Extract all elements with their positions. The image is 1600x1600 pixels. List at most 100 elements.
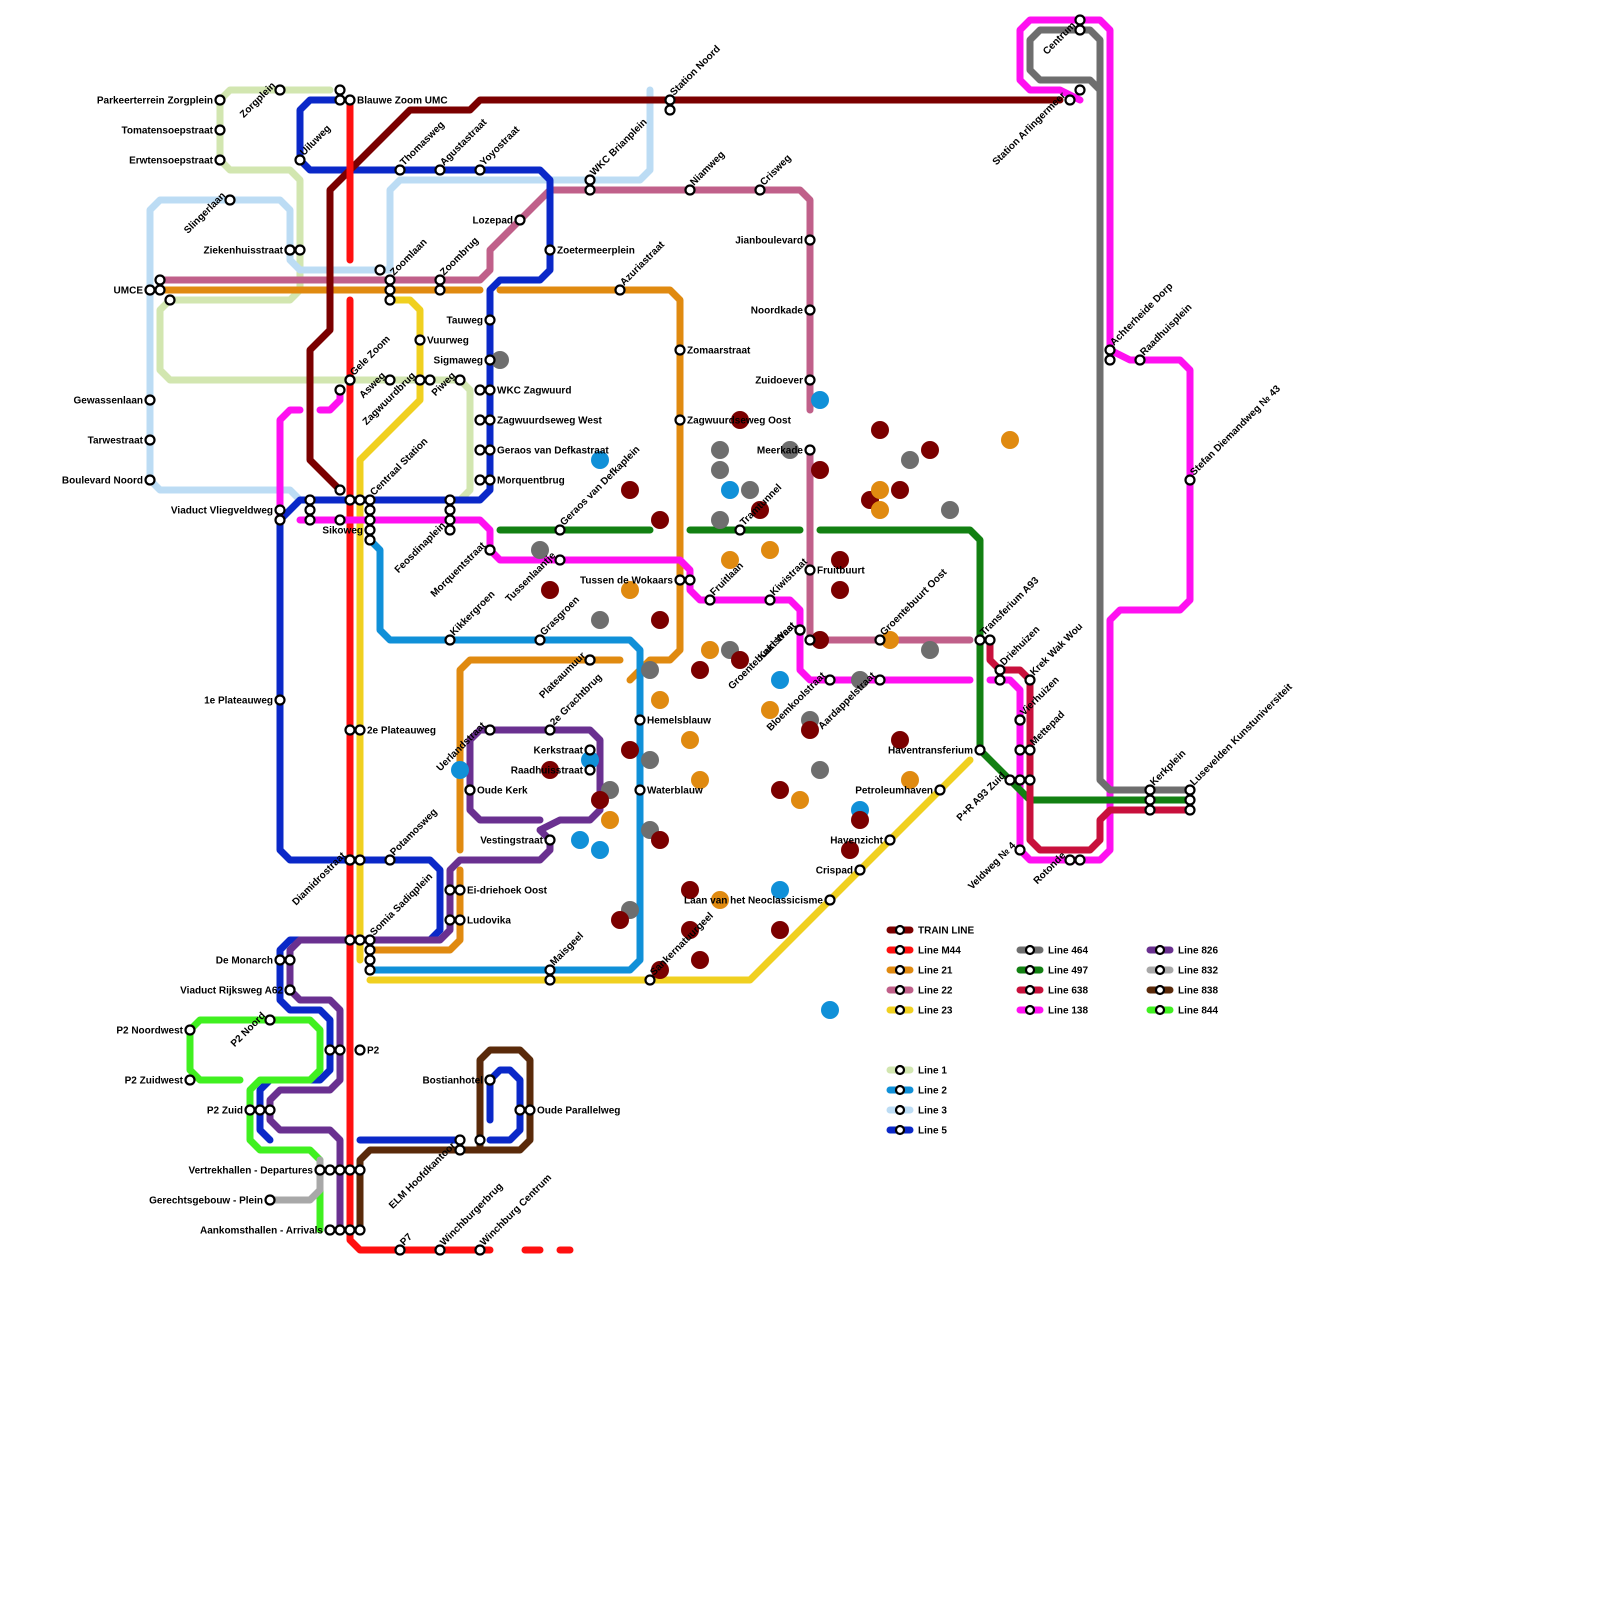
- station-noordkade[interactable]: [804, 304, 816, 316]
- station-somia-sadiqplein[interactable]: [364, 934, 376, 946]
- station-stefan-diemandweg-43[interactable]: [1184, 474, 1196, 486]
- interchange-station[interactable]: [1184, 794, 1196, 806]
- interchange-station[interactable]: [584, 654, 596, 666]
- interchange-station[interactable]: [304, 514, 316, 526]
- station-fruitlaan[interactable]: [704, 594, 716, 606]
- interchange-station[interactable]: [454, 1134, 466, 1146]
- interchange-station[interactable]: [514, 1104, 526, 1116]
- interchange-station[interactable]: [364, 954, 376, 966]
- interchange-station[interactable]: [304, 504, 316, 516]
- interchange-station[interactable]: [364, 504, 376, 516]
- station-boulevard-noord[interactable]: [144, 474, 156, 486]
- interchange-station[interactable]: [1014, 744, 1026, 756]
- station-de-monarch[interactable]: [274, 954, 286, 966]
- interchange-station[interactable]: [474, 414, 486, 426]
- station-piweg[interactable]: [454, 374, 466, 386]
- interchange-station[interactable]: [424, 374, 436, 386]
- interchange-station[interactable]: [374, 264, 386, 276]
- interchange-station[interactable]: [344, 494, 356, 506]
- station-2e-grachtbrug[interactable]: [544, 724, 556, 736]
- station-kerkplein[interactable]: [1144, 784, 1156, 796]
- station-zoombrug[interactable]: [434, 274, 446, 286]
- interchange-station[interactable]: [344, 1224, 356, 1236]
- station-parkeerterrein-zorgplein[interactable]: [214, 94, 226, 106]
- interchange-station[interactable]: [264, 1104, 276, 1116]
- interchange-station[interactable]: [994, 674, 1006, 686]
- interchange-station[interactable]: [444, 514, 456, 526]
- station-geraos-van-defkastraat[interactable]: [484, 444, 496, 456]
- station-zorgplein[interactable]: [274, 84, 286, 96]
- station-wkc-brianplein[interactable]: [584, 174, 596, 186]
- interchange-station[interactable]: [334, 1044, 346, 1056]
- interchange-station[interactable]: [344, 854, 356, 866]
- station-p2-zuidwest[interactable]: [184, 1074, 196, 1086]
- station-bloemkoolstraat[interactable]: [824, 674, 836, 686]
- station-lozepad[interactable]: [514, 214, 526, 226]
- station-gerechtsgebouw-plein[interactable]: [264, 1194, 276, 1206]
- interchange-station[interactable]: [354, 1224, 366, 1236]
- station-tussen-de-wokaars[interactable]: [674, 574, 686, 586]
- interchange-station[interactable]: [274, 514, 286, 526]
- station-zagwuurdseweg-west[interactable]: [484, 414, 496, 426]
- station-kikkergroen[interactable]: [444, 634, 456, 646]
- interchange-station[interactable]: [484, 544, 496, 556]
- interchange-station[interactable]: [444, 884, 456, 896]
- station-tussenlaantje[interactable]: [554, 554, 566, 566]
- interchange-station[interactable]: [354, 494, 366, 506]
- interchange-station[interactable]: [1074, 84, 1086, 96]
- station-2e-plateauweg[interactable]: [354, 724, 366, 736]
- station-thomasweg[interactable]: [394, 164, 406, 176]
- station-zagwuurdseweg-oost[interactable]: [674, 414, 686, 426]
- interchange-station[interactable]: [334, 514, 346, 526]
- interchange-station[interactable]: [464, 784, 476, 796]
- interchange-station[interactable]: [354, 934, 366, 946]
- interchange-station[interactable]: [344, 724, 356, 736]
- station-groentebuurt-oost[interactable]: [874, 634, 886, 646]
- station-achterheide-dorp[interactable]: [1104, 344, 1116, 356]
- station-raadhuisstraat[interactable]: [584, 764, 596, 776]
- station-haventransferium[interactable]: [974, 744, 986, 756]
- station-vestingstraat[interactable]: [544, 834, 556, 846]
- interchange-station[interactable]: [334, 1164, 346, 1176]
- interchange-station[interactable]: [1144, 804, 1156, 816]
- interchange-station[interactable]: [354, 854, 366, 866]
- interchange-station[interactable]: [664, 104, 676, 116]
- station-azuriastraat[interactable]: [614, 284, 626, 296]
- interchange-station[interactable]: [474, 474, 486, 486]
- station-raadhuisplein[interactable]: [1134, 354, 1146, 366]
- station-elm-hoofdkantoor[interactable]: [454, 1144, 466, 1156]
- interchange-station[interactable]: [544, 974, 556, 986]
- station-uerlandstraat[interactable]: [484, 724, 496, 736]
- interchange-station[interactable]: [684, 574, 696, 586]
- station-umce[interactable]: [144, 284, 156, 296]
- station-blauwe-zoom-umc[interactable]: [344, 94, 356, 106]
- station-zagwuurdbrug[interactable]: [414, 374, 426, 386]
- interchange-station[interactable]: [1024, 774, 1036, 786]
- station-potamosweg[interactable]: [384, 854, 396, 866]
- station-sikoweg[interactable]: [364, 524, 376, 536]
- interchange-station[interactable]: [794, 624, 806, 636]
- station-winchburgerbrug[interactable]: [434, 1244, 446, 1256]
- station-p7[interactable]: [394, 1244, 406, 1256]
- interchange-station[interactable]: [294, 244, 306, 256]
- station-vertrekhallen-departures[interactable]: [314, 1164, 326, 1176]
- interchange-station[interactable]: [364, 514, 376, 526]
- station-wkc-zagwuurd[interactable]: [484, 384, 496, 396]
- station-mettepad[interactable]: [1024, 744, 1036, 756]
- station-ludovika[interactable]: [454, 914, 466, 926]
- station-p2-noord[interactable]: [264, 1014, 276, 1026]
- station-grasgroen[interactable]: [534, 634, 546, 646]
- interchange-station[interactable]: [384, 294, 396, 306]
- interchange-station[interactable]: [1074, 14, 1086, 26]
- station-tomatensoepstraat[interactable]: [214, 124, 226, 136]
- station-centraal-station[interactable]: [364, 494, 376, 506]
- station-laan-van-het-neoclassicisme[interactable]: [824, 894, 836, 906]
- station-crispad[interactable]: [854, 864, 866, 876]
- station-oude-parallelweg[interactable]: [524, 1104, 536, 1116]
- interchange-station[interactable]: [324, 1164, 336, 1176]
- station-zomaarstraat[interactable]: [674, 344, 686, 356]
- interchange-station[interactable]: [344, 374, 356, 386]
- station-kiwistraat[interactable]: [764, 594, 776, 606]
- station-niamweg[interactable]: [684, 184, 696, 196]
- station-aankomsthallen-arrivals[interactable]: [324, 1224, 336, 1236]
